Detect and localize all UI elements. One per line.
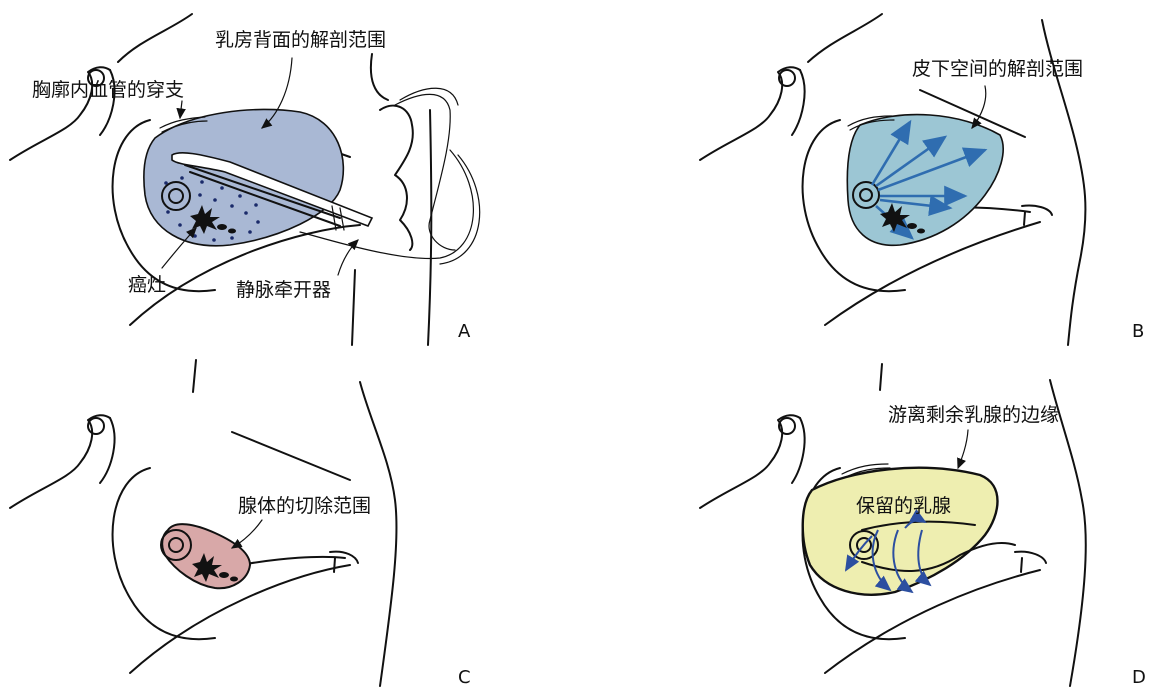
panel-c: 腺体的切除范围 C [10, 360, 471, 688]
panel-b: 皮下空间的解剖范围 B [700, 14, 1144, 345]
panel-letter-a: A [458, 321, 471, 342]
label-subcutaneous-range: 皮下空间的解剖范围 [912, 58, 1083, 80]
arm-outline [193, 360, 196, 392]
arm-outline [880, 364, 882, 390]
lateral-line [232, 432, 350, 480]
panel-d: 游离剩余乳腺的边缘 保留的乳腺 D [700, 364, 1146, 688]
upper-arm-outline [700, 415, 800, 508]
back-outline [371, 54, 388, 100]
arrow-icon [180, 101, 182, 118]
label-free-margin: 游离剩余乳腺的边缘 [888, 404, 1059, 426]
label-dorsal-range: 乳房背面的解剖范围 [215, 29, 386, 51]
panel-letter-c: C [458, 667, 471, 688]
retractor-handle-outline [380, 106, 413, 250]
under-breast-fold [1015, 552, 1046, 572]
lower-back-line [352, 270, 355, 345]
panel-letter-b: B [1132, 321, 1144, 342]
arrow-icon [958, 430, 968, 468]
upper-arm-outline [700, 67, 800, 160]
tube-outline-2 [400, 88, 458, 105]
arm-outline [808, 14, 882, 62]
label-preserved-gland: 保留的乳腺 [856, 495, 951, 517]
panel-letter-d: D [1132, 667, 1146, 688]
label-retractor: 静脉牵开器 [236, 279, 331, 301]
label-tumor: 癌灶 [128, 274, 166, 296]
lower-torso [825, 222, 1040, 325]
back-outline [360, 382, 397, 686]
preserved-gland-region [803, 468, 998, 595]
arm-outline [118, 14, 192, 62]
upper-arm-outline [10, 415, 110, 508]
label-perforator: 胸廓内血管的穿支 [32, 79, 184, 101]
under-breast-fold [330, 552, 358, 572]
under-breast-line [240, 557, 345, 565]
subcutaneous-dissection-region [847, 115, 1003, 246]
label-resection-range: 腺体的切除范围 [238, 495, 371, 517]
panel-a: 乳房背面的解剖范围 胸廓内血管的穿支 癌灶 静脉牵开器 A [10, 14, 480, 345]
arrow-icon [972, 86, 986, 128]
axilla-outline [100, 418, 115, 483]
tube-outline [395, 94, 455, 250]
